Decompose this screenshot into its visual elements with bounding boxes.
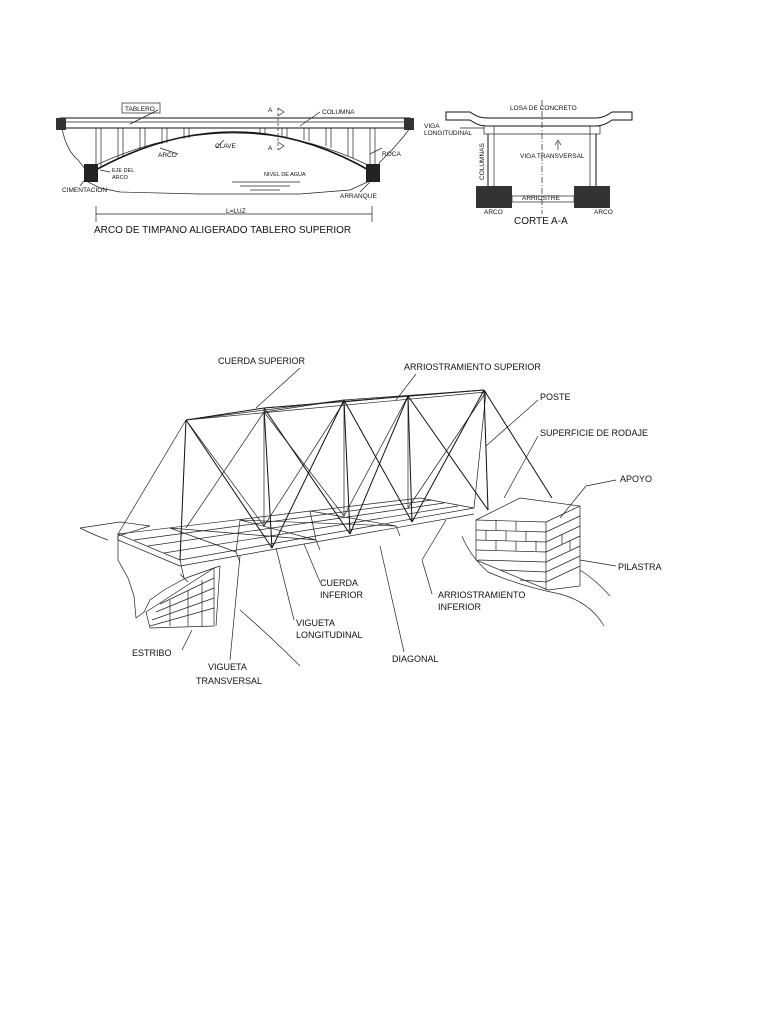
label-cuerda-inferior-2: INFERIOR: [320, 590, 364, 600]
arch-elevation-figure: TABLERO COLUMNA A A CLAVE ARCO ROCA EJE …: [56, 102, 414, 236]
foundation-right: [366, 164, 380, 182]
label-vigueta-transversal-1: VIGUETA: [208, 662, 247, 672]
label-arriostramiento-inferior-2: INFERIOR: [438, 602, 482, 612]
label-vigueta-longitudinal-2: LONGITUDINAL: [296, 630, 363, 640]
foundation-left: [84, 164, 98, 182]
pilastra-block: [475, 497, 581, 591]
label-losa: LOSA DE CONCRETO: [510, 105, 577, 112]
label-luz: L=LUZ: [226, 208, 246, 215]
label-arco: ARCO: [158, 152, 177, 159]
label-columnas: COLUMNAS: [479, 142, 486, 180]
label-cuerda-superior: CUERDA SUPERIOR: [218, 356, 306, 366]
leader-lines: [181, 367, 617, 661]
figure1-caption: ARCO DE TIMPANO ALIGERADO TABLERO SUPERI…: [94, 225, 351, 236]
label-viga-transversal: VIGA TRANSVERSAL: [520, 153, 585, 160]
deck-end-left: [56, 118, 66, 130]
top-bracing: [185, 389, 485, 421]
label-apoyo: APOYO: [620, 474, 652, 484]
label-arranque: ARRANQUE: [340, 193, 378, 200]
concrete-slab: [445, 111, 633, 127]
label-vigueta-longitudinal-1: VIGUETA: [296, 618, 335, 628]
label-diagonal: DIAGONAL: [392, 654, 439, 664]
label-eje-del: EJE DEL: [112, 168, 134, 174]
columns: [95, 128, 376, 168]
label-cuerda-inferior-1: CUERDA: [320, 578, 358, 588]
label-viga-long-1: VIGA: [424, 123, 440, 130]
label-arco-left: ARCO: [484, 209, 503, 216]
truss-far-side: [117, 391, 487, 535]
label-arriostre: ARRIOSTRE: [522, 195, 561, 202]
label-roca: ROCA: [382, 151, 401, 158]
section-aa-figure: LOSA DE CONCRETO VIGA LONGITUDINAL COLUM…: [424, 100, 633, 227]
label-poste: POSTE: [540, 392, 571, 402]
label-clave: CLAVE: [215, 143, 236, 150]
label-section-a-bottom: A: [268, 145, 273, 152]
arch-block-right: [574, 186, 610, 208]
label-estribo: ESTRIBO: [132, 648, 172, 658]
label-tablero: TABLERO: [125, 106, 155, 113]
truss-bridge-figure: CUERDA SUPERIOR ARRIOSTRAMIENTO SUPERIOR…: [79, 356, 662, 686]
estribo: [145, 567, 215, 629]
label-arriostramiento-inferior-1: ARRIOSTRAMIENTO: [438, 590, 525, 600]
estribo-brick-lines: [149, 577, 215, 627]
label-eje-arco: ARCO: [112, 175, 129, 181]
label-cimentacion: CIMENTACION: [62, 187, 107, 194]
pilastra-brick-lines: [475, 515, 581, 583]
arch-rib: [91, 131, 373, 173]
left-ground: [79, 521, 221, 627]
label-viga-long-2: LONGITUDINAL: [424, 130, 472, 137]
deck-end-right: [404, 118, 414, 130]
deck-surface: [116, 497, 475, 561]
long-beam-left: [483, 125, 495, 135]
label-nivel-agua: NIVEL DE AGUA: [264, 172, 306, 178]
label-section-a-top: A: [268, 107, 273, 114]
arch-block-left: [476, 186, 512, 208]
label-vigueta-transversal-2: TRANSVERSAL: [196, 676, 262, 686]
label-arriostramiento-superior: ARRIOSTRAMIENTO SUPERIOR: [404, 362, 541, 372]
label-pilastra: PILASTRA: [618, 562, 662, 572]
label-arco-right: ARCO: [594, 209, 613, 216]
long-beam-right: [589, 125, 601, 135]
right-ground: [461, 535, 605, 627]
label-columna: COLUMNA: [322, 109, 355, 116]
deck-slab: [59, 117, 411, 129]
figure2-caption: CORTE A-A: [514, 216, 568, 227]
label-superficie-rodaje: SUPERFICIE DE RODAJE: [540, 428, 648, 438]
